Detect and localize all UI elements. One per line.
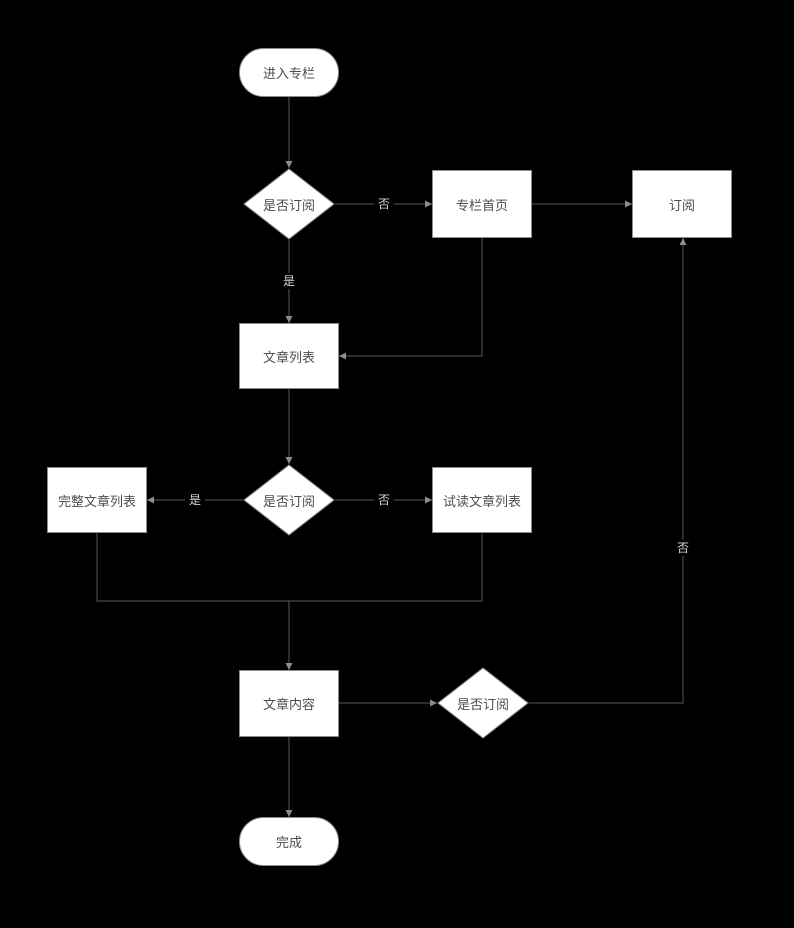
node-start-label: 进入专栏 bbox=[262, 66, 315, 81]
node-subscribe: 订阅 bbox=[632, 170, 732, 238]
node-full-article-list: 完整文章列表 bbox=[47, 467, 147, 533]
node-article-content-label: 文章内容 bbox=[262, 697, 315, 712]
node-decision-subscribed-1: 是否订阅 bbox=[243, 168, 335, 240]
edge-label-no-1: 否 bbox=[373, 195, 395, 213]
node-subscribe-label: 订阅 bbox=[668, 197, 695, 213]
edge-label-yes-2: 是 bbox=[184, 491, 206, 509]
node-end-label: 完成 bbox=[275, 835, 302, 850]
node-start: 进入专栏 bbox=[239, 48, 339, 97]
node-full-article-list-label: 完整文章列表 bbox=[57, 493, 136, 509]
diamond-shape bbox=[243, 168, 335, 240]
node-article-list-label: 文章列表 bbox=[262, 349, 315, 365]
diamond-shape bbox=[243, 464, 335, 536]
node-column-home: 专栏首页 bbox=[432, 170, 532, 238]
node-article-list: 文章列表 bbox=[239, 323, 339, 389]
node-decision1-label: 是否订阅 bbox=[262, 197, 315, 213]
node-trial-article-list: 试读文章列表 bbox=[432, 467, 532, 533]
node-decision-subscribed-2: 是否订阅 bbox=[243, 464, 335, 536]
node-decision-subscribed-3: 是否订阅 bbox=[437, 667, 529, 739]
node-end: 完成 bbox=[239, 817, 339, 866]
edge-label-no-2: 否 bbox=[373, 491, 395, 509]
node-article-content: 文章内容 bbox=[239, 670, 339, 737]
node-column-home-label: 专栏首页 bbox=[455, 197, 508, 213]
edge-decision3-no-to-subscribe bbox=[529, 238, 687, 704]
edge-column-home-to-article-list bbox=[339, 238, 483, 360]
node-decision2-label: 是否订阅 bbox=[262, 493, 315, 509]
edge-lists-merge bbox=[96, 533, 483, 602]
edge-label-no-3: 否 bbox=[672, 539, 694, 557]
node-trial-article-list-label: 试读文章列表 bbox=[442, 493, 521, 509]
edge-label-yes-1: 是 bbox=[278, 272, 300, 290]
node-decision3-label: 是否订阅 bbox=[456, 696, 509, 712]
diamond-shape bbox=[437, 667, 529, 739]
